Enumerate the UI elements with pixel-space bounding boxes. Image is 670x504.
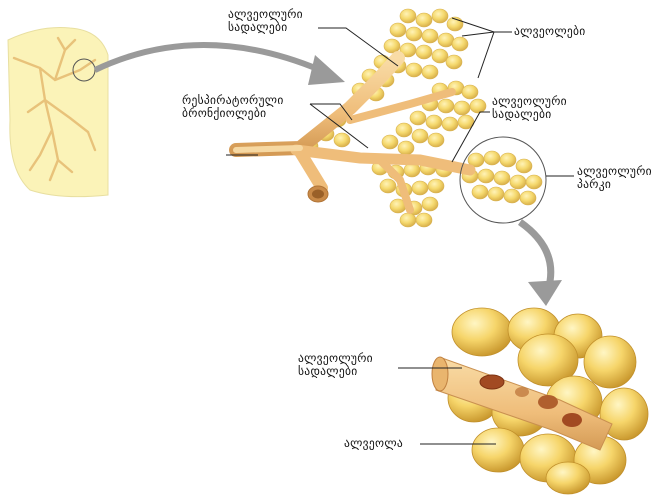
label-alveolar-sac: ალვეოლური პარკი [577,165,652,191]
label-alveolar-ducts-mid: ალვეოლური სადალები [492,95,567,121]
label-alveolar-ducts-bottom: ალვეოლური სადალები [298,352,373,378]
alveolar-sac-cluster [462,151,542,205]
zoom-arrow-bottom [520,222,562,306]
enlarged-alveolar-sac [432,308,648,494]
zoom-arrow-top [95,45,345,85]
lung-illustration [8,28,108,197]
duct-opening [480,375,504,389]
label-alveolus: ალვეოლა [344,437,403,450]
label-alveoli: ალვეოლები [514,25,586,38]
leader-lines [226,18,574,444]
alveolar-cluster-lower [372,161,452,227]
label-respiratory-bronchioles: რესპირატორული ბრონქიოლები [182,94,284,120]
label-alveolar-ducts-top: ალვეოლური სადალები [228,8,303,34]
